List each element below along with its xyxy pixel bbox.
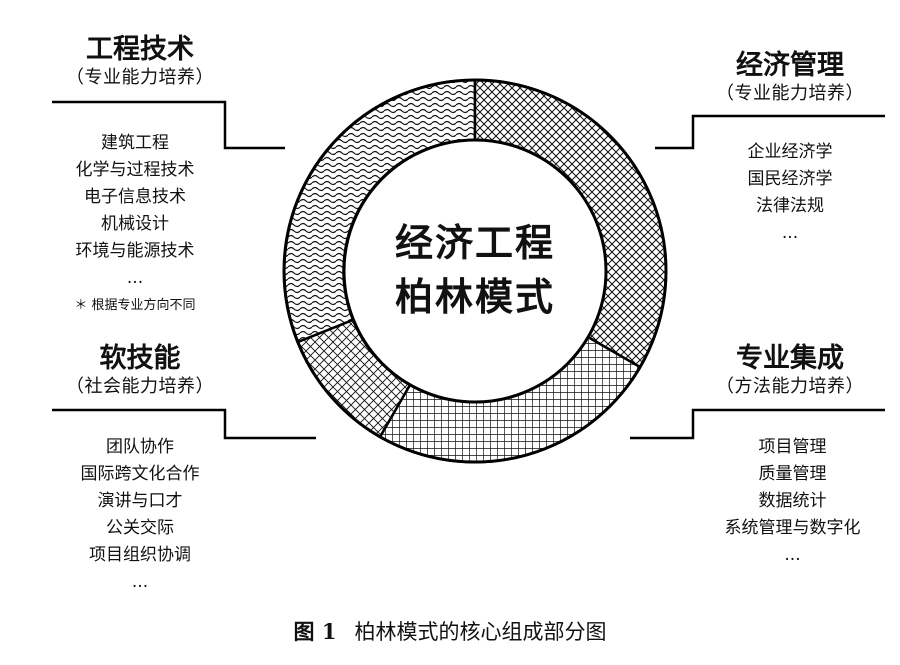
softskills-list: 团队协作 国际跨文化合作 演讲与口才 公关交际 项目组织协调 ...: [40, 434, 240, 596]
list-item: 国民经济学: [747, 169, 833, 189]
center-line-1: 经济工程: [394, 221, 555, 265]
caption-text: 柏林模式的核心组成部分图: [354, 620, 607, 644]
softskills-subtitle: （社会能力培养）: [66, 376, 214, 397]
engineering-title: 工程技术: [86, 34, 194, 65]
list-item: 建筑工程: [101, 133, 169, 153]
integration-title: 专业集成: [736, 343, 844, 374]
ring-diagram: [52, 78, 885, 464]
connector-engineering: [52, 100, 285, 150]
list-item: ...: [781, 223, 799, 243]
list-item: 团队协作: [106, 437, 174, 457]
figure-caption: 图 1 柏林模式的核心组成部分图: [0, 616, 900, 646]
economics-header: 经济管理 （专业能力培养）: [690, 50, 890, 106]
list-item: 演讲与口才: [97, 491, 183, 511]
list-item: ...: [126, 268, 144, 288]
economics-title: 经济管理: [736, 50, 844, 81]
list-item: 数据统计: [758, 491, 827, 511]
softskills-title: 软技能: [99, 343, 181, 374]
integration-header: 专业集成 （方法能力培养）: [690, 343, 890, 399]
list-item: 项目组织协调: [89, 545, 191, 565]
integration-subtitle: （方法能力培养）: [716, 376, 864, 397]
list-item: 项目管理: [758, 437, 827, 457]
list-item: 质量管理: [758, 464, 827, 484]
list-item: 电子信息技术: [84, 187, 186, 207]
list-item: 机械设计: [101, 214, 169, 234]
center-label: 经济工程 柏林模式: [365, 216, 585, 324]
economics-list: 企业经济学 国民经济学 法律法规 ...: [700, 139, 880, 247]
list-item: 企业经济学: [747, 142, 833, 162]
engineering-subtitle: （专业能力培养）: [66, 67, 214, 88]
center-line-2: 柏林模式: [394, 275, 555, 319]
list-item: ...: [131, 572, 149, 592]
caption-label: 图 1: [293, 619, 337, 644]
list-item: 环境与能源技术: [75, 241, 195, 261]
connector-integration: [630, 408, 885, 440]
list-item: 公关交际: [106, 518, 174, 538]
engineering-note: ＊ 根据专业方向不同: [74, 298, 196, 313]
connector-softskills: [52, 408, 316, 440]
list-item: ...: [784, 545, 801, 565]
engineering-header: 工程技术 （专业能力培养）: [40, 34, 240, 90]
list-item: 化学与过程技术: [75, 160, 195, 180]
list-item: 法律法规: [756, 196, 824, 216]
integration-list: 项目管理 质量管理 数据统计 系统管理与数字化 ...: [695, 434, 890, 569]
economics-subtitle: （专业能力培养）: [716, 83, 864, 104]
list-item: 国际跨文化合作: [80, 464, 200, 484]
connector-economics: [655, 114, 885, 150]
softskills-header: 软技能 （社会能力培养）: [40, 343, 240, 399]
list-item: 系统管理与数字化: [724, 518, 861, 538]
engineering-list: 建筑工程 化学与过程技术 电子信息技术 机械设计 环境与能源技术 ... ＊ 根…: [40, 130, 230, 319]
